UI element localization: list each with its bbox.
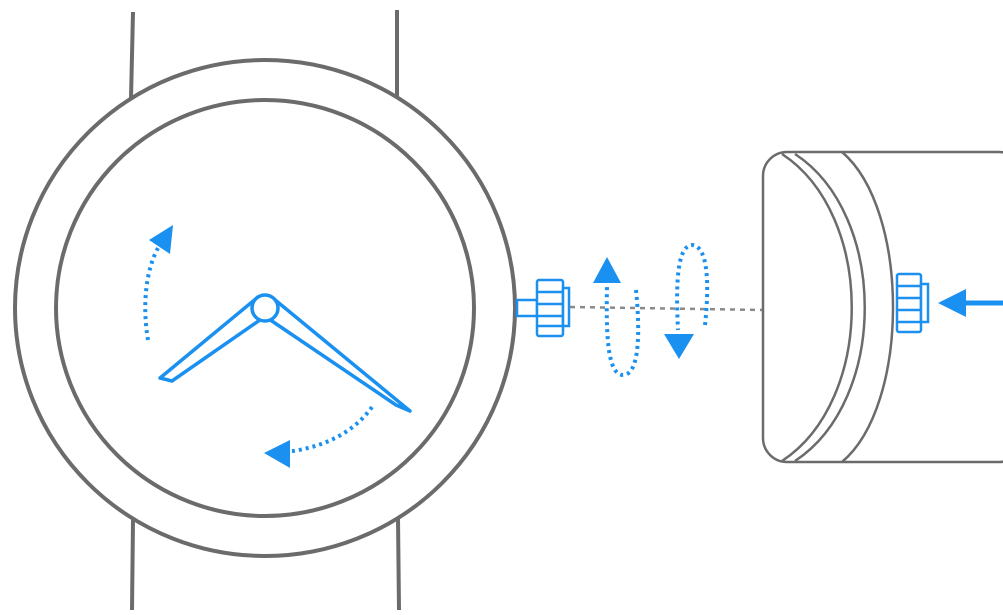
- push-in-arrow-icon: [938, 289, 1003, 317]
- crown-rotate-up-arrow-icon: [593, 257, 641, 378]
- rotate-counterclockwise-arrow-icon-2: [264, 405, 374, 468]
- crown-icon: [515, 278, 571, 338]
- hands-pivot: [250, 293, 280, 323]
- crown-axis-line: [569, 305, 766, 312]
- watch-strap-bottom: [130, 517, 401, 611]
- watch-strap-top: [129, 10, 399, 99]
- crown-rotate-down-arrow-icon: [664, 242, 710, 359]
- watch-side-view: [761, 150, 1003, 464]
- crown-side-icon: [895, 272, 930, 334]
- rotate-counterclockwise-arrow-icon: [143, 225, 173, 341]
